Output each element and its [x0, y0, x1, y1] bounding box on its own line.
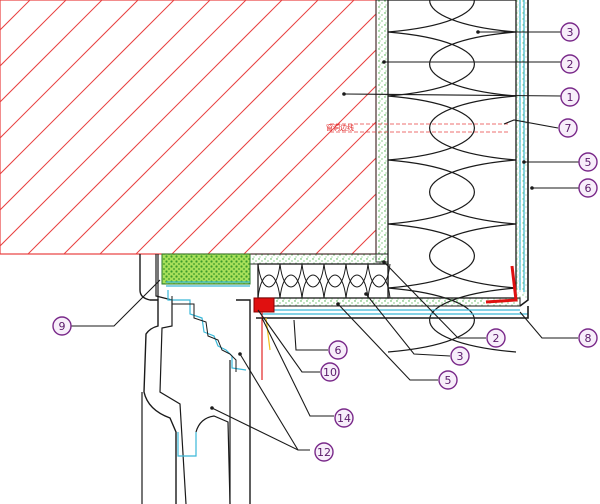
foam-sealant — [161, 253, 251, 287]
reference-line: 窗洞边线 — [326, 123, 510, 133]
callout-label: 5 — [445, 374, 452, 387]
callout-c3-bottom: 3 — [450, 346, 470, 366]
render-layer-right — [516, 0, 529, 307]
callout-label: 3 — [457, 350, 464, 363]
callout-bubble — [52, 316, 72, 336]
callout-c3-top: 3 — [560, 22, 580, 42]
callout-bubble — [450, 346, 470, 366]
callout-label: 1 — [567, 91, 574, 104]
callout-label: 6 — [585, 182, 592, 195]
insulation-loops — [387, 0, 517, 353]
callout-c6-bottom: 6 — [328, 340, 348, 360]
callout-c7: 7 — [558, 118, 578, 138]
callout-label: 9 — [59, 320, 66, 333]
callout-c10: 10 — [320, 362, 340, 382]
callout-bubble — [558, 118, 578, 138]
callout-c5-bottom: 5 — [438, 370, 458, 390]
callout-group: 3 2 1 7 5 6 9 8 2 6 3 10 5 14 12 — [52, 22, 598, 462]
callout-label: 6 — [335, 344, 342, 357]
callout-bubble — [560, 54, 580, 74]
callout-c6-right: 6 — [578, 178, 598, 198]
callout-bubble — [578, 152, 598, 172]
callout-label: 14 — [337, 412, 351, 425]
red-flashing — [253, 265, 518, 380]
callout-c9: 9 — [52, 316, 72, 336]
callout-label: 12 — [317, 446, 331, 459]
callout-label: 7 — [565, 122, 572, 135]
callout-bubble — [578, 178, 598, 198]
callout-bubble — [314, 442, 334, 462]
masonry-wall — [0, 0, 377, 255]
callout-label: 8 — [585, 332, 592, 345]
dimension-label: 窗洞边线 — [326, 123, 354, 132]
callout-label: 2 — [567, 58, 574, 71]
callout-label: 3 — [567, 26, 574, 39]
callout-label: 2 — [493, 332, 500, 345]
callout-c2-top: 2 — [560, 54, 580, 74]
callout-bubble — [560, 22, 580, 42]
callout-c14: 14 — [334, 408, 354, 428]
leader-lines — [70, 30, 580, 451]
callout-c8: 8 — [578, 328, 598, 348]
window-frame — [139, 254, 251, 504]
masonry-hatch — [0, 0, 376, 254]
callout-bubble — [320, 362, 340, 382]
callout-bubble — [438, 370, 458, 390]
callout-bubble — [328, 340, 348, 360]
insulation-horizontal-loops — [257, 263, 391, 299]
callout-c5-right: 5 — [578, 152, 598, 172]
callout-label: 5 — [585, 156, 592, 169]
callout-bubble — [560, 87, 580, 107]
callout-c1: 1 — [560, 87, 580, 107]
callout-bubble — [578, 328, 598, 348]
callout-c2-bottom: 2 — [486, 328, 506, 348]
callout-bubble — [334, 408, 354, 428]
callout-bubble — [486, 328, 506, 348]
callout-label: 10 — [323, 366, 337, 379]
callout-c12: 12 — [314, 442, 334, 462]
